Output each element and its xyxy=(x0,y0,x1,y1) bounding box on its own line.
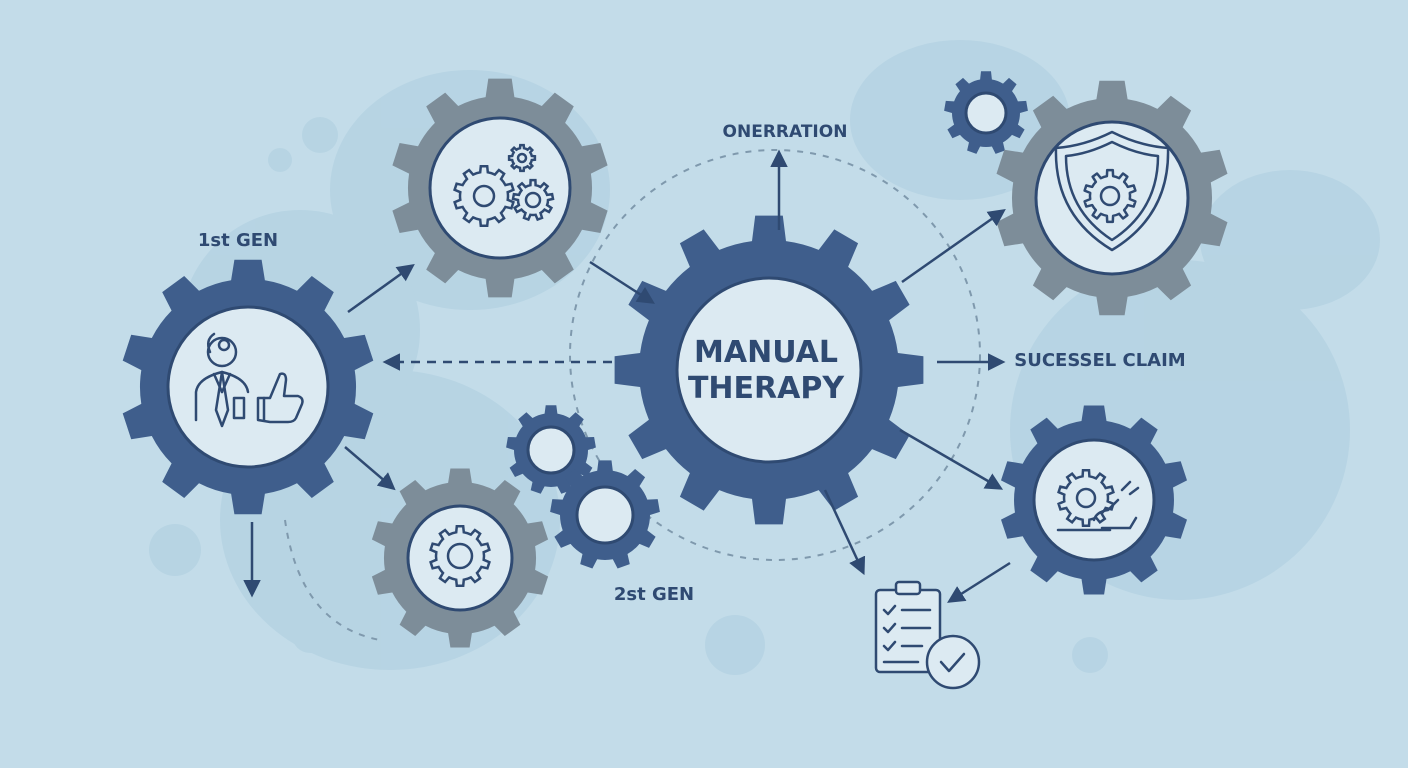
gear-icon-large xyxy=(453,164,515,228)
bottom-gear-icon-hole xyxy=(446,542,474,570)
arrow-firstgen-to-top xyxy=(347,263,415,314)
gear-icon-small xyxy=(507,143,537,173)
dashed-curve xyxy=(284,519,381,641)
arrow-therapy-to-checklist xyxy=(947,561,1011,603)
therapy-gear-outline-icon xyxy=(1057,468,1115,528)
shield-inner-gear-icon xyxy=(1083,168,1137,224)
first-gen-label: 1st GEN xyxy=(198,230,278,251)
center-gear xyxy=(614,215,924,525)
success-claim-label: SUCESSEL CLAIM xyxy=(1014,350,1185,371)
bottom-gear xyxy=(371,468,549,648)
gear-icon xyxy=(429,524,491,588)
center-label-line2: THERAPY xyxy=(688,371,845,406)
gear-therapy-icon xyxy=(1056,468,1140,532)
arrow-center-to-therapy xyxy=(899,428,1004,490)
arrow-center-to-checklist xyxy=(823,489,866,576)
doctor-thumbs-up-icon xyxy=(194,332,304,428)
arrow-center-to-shield xyxy=(901,208,1006,284)
shield-gear-disc xyxy=(1034,120,1190,276)
gear-icon-small-hole xyxy=(516,152,528,164)
therapy-gear-outline-icon-hole xyxy=(1075,487,1097,509)
bottom-gear-disc xyxy=(406,504,514,612)
clipboard-checklist-icon xyxy=(874,580,981,690)
shield-gear-icon xyxy=(1054,130,1170,252)
operation-label: ONERRATION xyxy=(723,122,848,142)
top-gear xyxy=(392,78,608,298)
gear-icon-large-hole xyxy=(472,184,496,208)
gear-icon-medium-hole xyxy=(524,191,542,209)
gears-layer xyxy=(122,71,1228,648)
small-gear-1-disc xyxy=(526,425,576,475)
center-label-line1: MANUAL xyxy=(694,335,838,370)
small-gear-2-disc xyxy=(575,485,635,545)
arrow-firstgen-to-bottom xyxy=(344,446,396,491)
arrow-top-to-center xyxy=(589,260,655,304)
arrows xyxy=(243,149,1011,603)
shield-inner-gear-icon-hole xyxy=(1099,185,1121,207)
top-gear-disc xyxy=(428,116,572,260)
top-right-small-gear-disc xyxy=(964,91,1008,135)
top-right-small-gear xyxy=(944,71,1028,154)
center-gear-disc xyxy=(675,276,863,464)
first-gen-gear-disc xyxy=(166,305,330,469)
small-gear-2 xyxy=(550,460,660,569)
second-gen-label: 2st GEN xyxy=(614,584,694,605)
gears-icon xyxy=(453,143,555,228)
shield-gear xyxy=(996,80,1228,316)
gear-icon-medium xyxy=(511,178,555,222)
bottom-gear-icon xyxy=(429,524,491,588)
